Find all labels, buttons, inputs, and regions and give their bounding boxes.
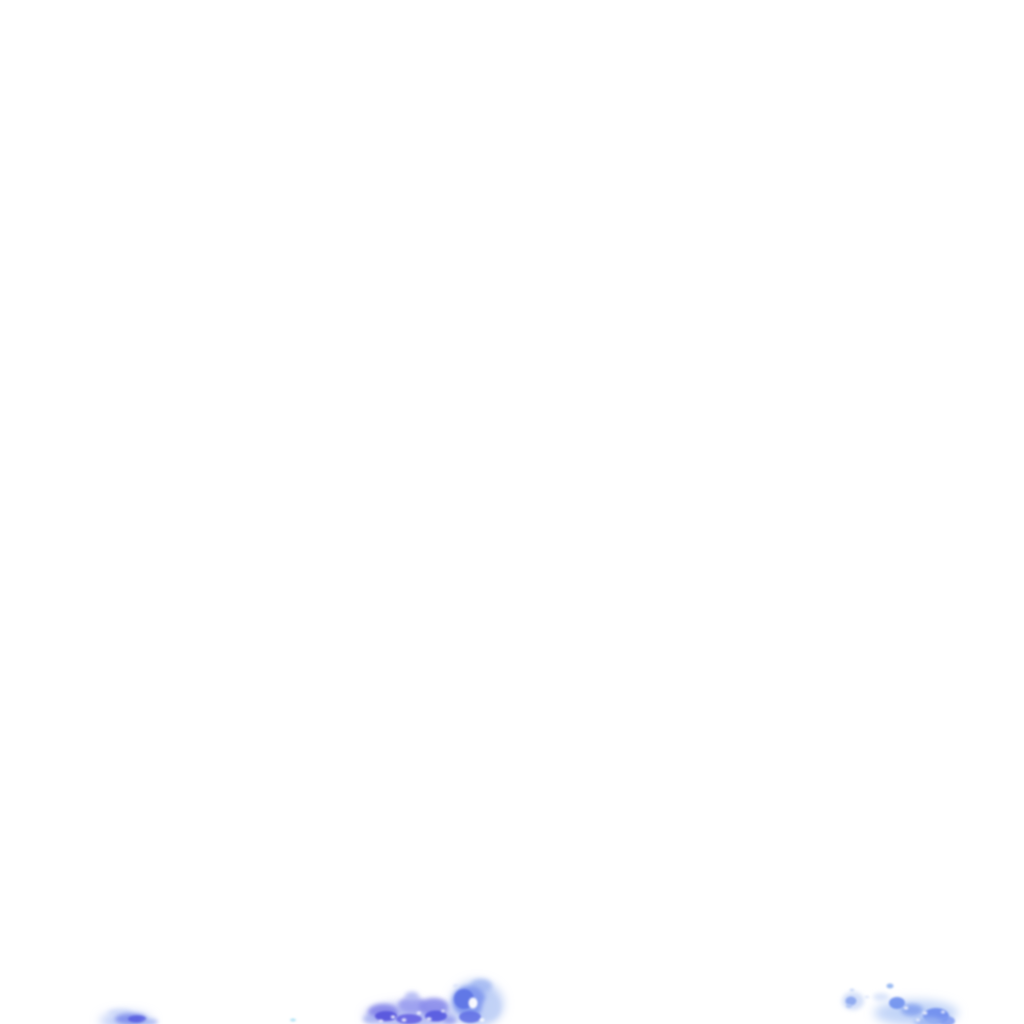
blob-ellipse [426,1017,432,1021]
blob-ellipse [922,1011,928,1015]
blob-ellipse [941,1010,945,1014]
blob-ellipse [142,1019,158,1024]
blob-ellipse [443,1016,457,1024]
blob-ellipse [401,1018,407,1022]
blob-cluster-center-round-blob [451,979,503,1024]
blob-ellipse [396,1014,422,1024]
blob-ellipse [290,1018,296,1022]
blob-ellipse [864,995,870,999]
blob-ellipse [453,984,459,988]
blob-ellipse [128,1015,146,1023]
blob-ellipse [846,1004,852,1008]
blob-ellipse [363,1015,377,1023]
blob-cluster-center-mound [363,991,457,1024]
blob-cluster-cyan-fleck [290,1018,296,1022]
blob-ellipse [914,1017,942,1024]
blob-ellipse [416,1011,422,1015]
blob-ellipse [390,1015,396,1019]
blob-ellipse [482,997,500,1019]
blob-cluster-right-small-speckle [842,988,870,1010]
blob-cluster-left-streak [100,1009,158,1024]
blob-ellipse [916,1018,920,1022]
blob-ellipse [405,991,419,1001]
blob-ellipse [845,996,857,1006]
blob-ellipse [889,997,905,1009]
blob-ellipse [903,1006,909,1010]
blob-ellipse [398,997,426,1013]
blob-ellipse [378,1019,384,1023]
blob-ellipse [479,1018,485,1022]
blob-ellipse [873,993,889,1001]
blob-ellipse [441,1009,445,1013]
blob-ellipse [468,997,478,1009]
blob-ellipse [459,1011,481,1023]
blob-ellipse [901,1004,923,1016]
blob-ellipse [849,988,855,992]
blob-ellipse [886,983,894,989]
blob-cluster-right-diffuse-cloud [873,983,958,1024]
blob-ellipse [375,1011,397,1021]
blob-ellipse [939,1016,955,1024]
